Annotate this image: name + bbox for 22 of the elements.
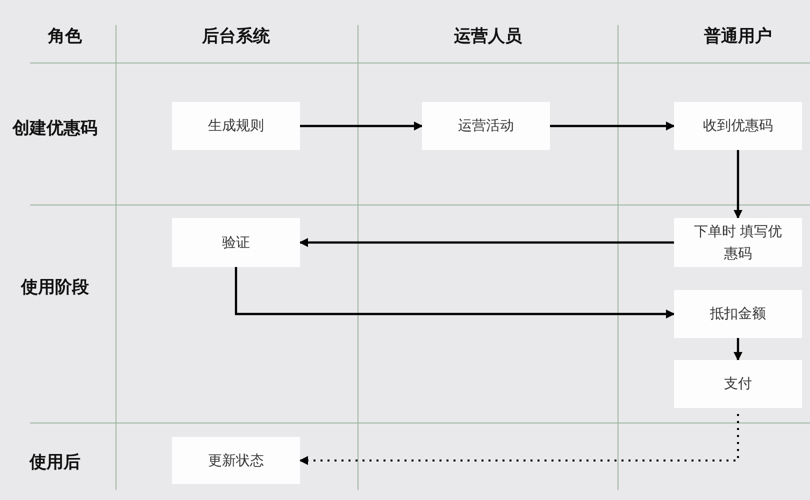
arrow <box>299 414 739 465</box>
arrow <box>234 267 675 318</box>
row-header: 创建优惠码 <box>12 118 98 140</box>
arrow <box>734 338 742 361</box>
arrow <box>734 150 742 219</box>
row-header: 使用阶段 <box>21 276 89 298</box>
row-header: 使用后 <box>30 452 80 474</box>
process-box: 运营活动 <box>422 102 550 150</box>
column-header: 运营人员 <box>454 26 522 48</box>
process-box: 下单时 填写优惠码 <box>674 218 802 267</box>
process-box: 收到优惠码 <box>674 102 802 150</box>
process-box: 支付 <box>674 360 802 408</box>
arrow <box>550 122 675 130</box>
process-box: 验证 <box>172 218 300 267</box>
arrow <box>299 238 674 247</box>
process-box: 生成规则 <box>172 102 300 150</box>
process-box: 抵扣金额 <box>674 290 802 338</box>
column-header: 角色 <box>48 26 82 48</box>
column-header: 普通用户 <box>704 26 772 48</box>
arrow <box>300 122 423 130</box>
column-header: 后台系统 <box>202 26 270 48</box>
process-box: 更新状态 <box>172 437 300 484</box>
